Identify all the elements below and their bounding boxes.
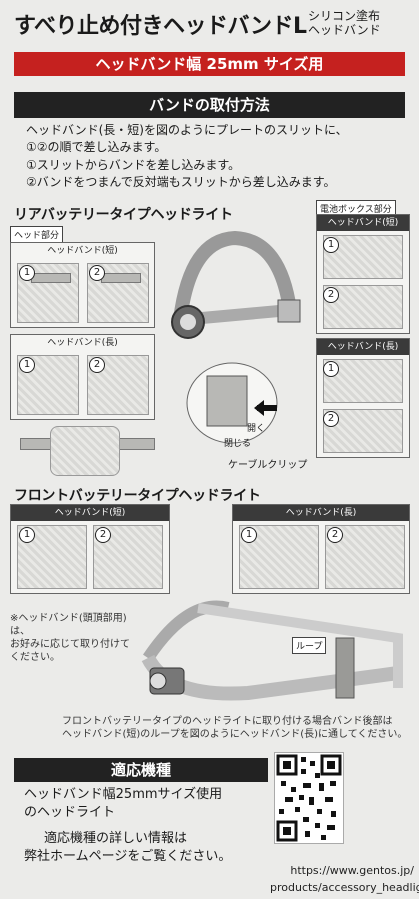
number-badge-2: 2 bbox=[95, 527, 111, 543]
front-short-header: ヘッドバンド(短) bbox=[11, 505, 169, 521]
number-badge-1: 1 bbox=[19, 527, 35, 543]
info-line-1: 適応機種の詳しい情報は bbox=[44, 831, 188, 846]
number-badge-2: 2 bbox=[327, 527, 343, 543]
front-headlamp-illustration bbox=[141, 600, 403, 701]
top-band-note: ※ヘッドバンド(頭頂部用)は、 お好みに応じて取り付けて ください。 bbox=[10, 612, 142, 664]
intro-line-2: ①②の順で差し込みます。 bbox=[26, 140, 167, 154]
battery-short-header: ヘッドバンド(短) bbox=[317, 215, 409, 231]
number-badge-1: 1 bbox=[323, 361, 339, 377]
number-badge-2: 2 bbox=[89, 265, 105, 281]
plate bbox=[50, 426, 120, 476]
how-to-heading: バンドの取付方法 bbox=[14, 92, 405, 118]
qr-code-icon bbox=[276, 754, 342, 842]
compatible-line-1: ヘッドバンド幅25mmサイズ使用 bbox=[24, 787, 223, 802]
note-line-1: ※ヘッドバンド(頭頂部用)は、 bbox=[10, 613, 127, 637]
battery-long-header: ヘッドバンド(長) bbox=[317, 339, 409, 355]
cable-clip-illustration bbox=[186, 362, 278, 444]
website-url[interactable]: https://www.gentos.jp/ products/accessor… bbox=[270, 862, 419, 896]
url-line-1: https://www.gentos.jp/ bbox=[290, 864, 414, 877]
info-line-2: 弊社ホームページをご覧ください。 bbox=[24, 849, 232, 864]
strap bbox=[101, 273, 141, 283]
front-long-panel: ヘッドバンド(長) 1 2 bbox=[232, 504, 410, 594]
product-title: すべり止め付きヘッドバンドL bbox=[14, 14, 307, 39]
open-label: 開く bbox=[247, 424, 266, 434]
note-line-2: お好みに応じて取り付けて bbox=[10, 639, 130, 650]
front-bottom-note: フロントバッテリータイプのヘッドライトに取り付ける場合バンド後部は ヘッドバンド… bbox=[62, 715, 412, 741]
battery-long-panel: ヘッドバンド(長) 1 2 bbox=[316, 338, 410, 458]
url-line-2: products/accessory_headlight bbox=[270, 881, 419, 894]
compatible-line-2: のヘッドライト bbox=[24, 805, 116, 820]
number-badge-1: 1 bbox=[19, 357, 35, 373]
bottom-note-line-1: フロントバッテリータイプのヘッドライトに取り付ける場合バンド後部は bbox=[62, 716, 393, 727]
rear-section-title: リアバッテリータイプヘッドライト bbox=[14, 207, 233, 223]
compatible-heading: 適応機種 bbox=[14, 758, 268, 782]
how-to-intro: ヘッドバンド(長・短)を図のようにプレートのスリットに、 ①②の順で差し込みます… bbox=[26, 122, 406, 156]
note-line-3: ください。 bbox=[10, 652, 60, 663]
compatible-text: ヘッドバンド幅25mmサイズ使用 のヘッドライト bbox=[24, 786, 274, 822]
rear-headlamp-illustration bbox=[171, 230, 301, 339]
compatible-info: 適応機種の詳しい情報は 弊社ホームページをご覧ください。 bbox=[24, 830, 274, 866]
product-subtitle: シリコン塗布 ヘッドバンド bbox=[308, 9, 416, 37]
rear-short-panel: ヘッドバンド(短) 1 2 bbox=[10, 242, 155, 328]
strap bbox=[31, 273, 71, 283]
front-short-panel: ヘッドバンド(短) 1 2 bbox=[10, 504, 170, 594]
number-badge-2: 2 bbox=[323, 287, 339, 303]
battery-short-fig-2 bbox=[323, 285, 403, 329]
rear-long-panel: ヘッドバンド(長) 1 2 bbox=[10, 334, 155, 420]
number-badge-2: 2 bbox=[89, 357, 105, 373]
bottom-note-line-2: ヘッドバンド(短)のループを図のようにヘッドバンド(長)に通してください。 bbox=[62, 729, 408, 740]
intro-line-1: ヘッドバンド(長・短)を図のようにプレートのスリットに、 bbox=[26, 123, 348, 137]
number-badge-1: 1 bbox=[241, 527, 257, 543]
subtitle-line-1: シリコン塗布 bbox=[308, 9, 381, 23]
rear-long-header: ヘッドバンド(長) bbox=[47, 338, 118, 348]
battery-short-panel: ヘッドバンド(短) 1 2 bbox=[316, 214, 410, 334]
step-1: ①スリットからバンドを差し込みます。 bbox=[26, 158, 241, 172]
size-banner: ヘッドバンド幅 25mm サイズ用 bbox=[14, 52, 405, 76]
loop-label: ループ bbox=[292, 637, 327, 654]
qr-code[interactable] bbox=[274, 752, 344, 844]
number-badge-1: 1 bbox=[19, 265, 35, 281]
rear-short-header: ヘッドバンド(短) bbox=[47, 246, 118, 256]
front-long-header: ヘッドバンド(長) bbox=[233, 505, 409, 521]
subtitle-line-2: ヘッドバンド bbox=[308, 23, 381, 37]
head-part-label: ヘッド部分 bbox=[10, 226, 64, 243]
step-2: ②バンドをつまんで反対端もスリットから差し込みます。 bbox=[26, 175, 336, 189]
number-badge-2: 2 bbox=[323, 411, 339, 427]
cable-clip-label: ケーブルクリップ bbox=[228, 460, 308, 471]
rear-plate-illustration bbox=[20, 420, 155, 480]
number-badge-1: 1 bbox=[323, 237, 339, 253]
front-section-title: フロントバッテリータイプヘッドライト bbox=[14, 488, 261, 504]
how-to-steps: ①スリットからバンドを差し込みます。 ②バンドをつまんで反対端もスリットから差し… bbox=[26, 157, 411, 191]
close-label: 閉じる bbox=[224, 439, 252, 449]
front-long-fig-1 bbox=[239, 525, 319, 589]
